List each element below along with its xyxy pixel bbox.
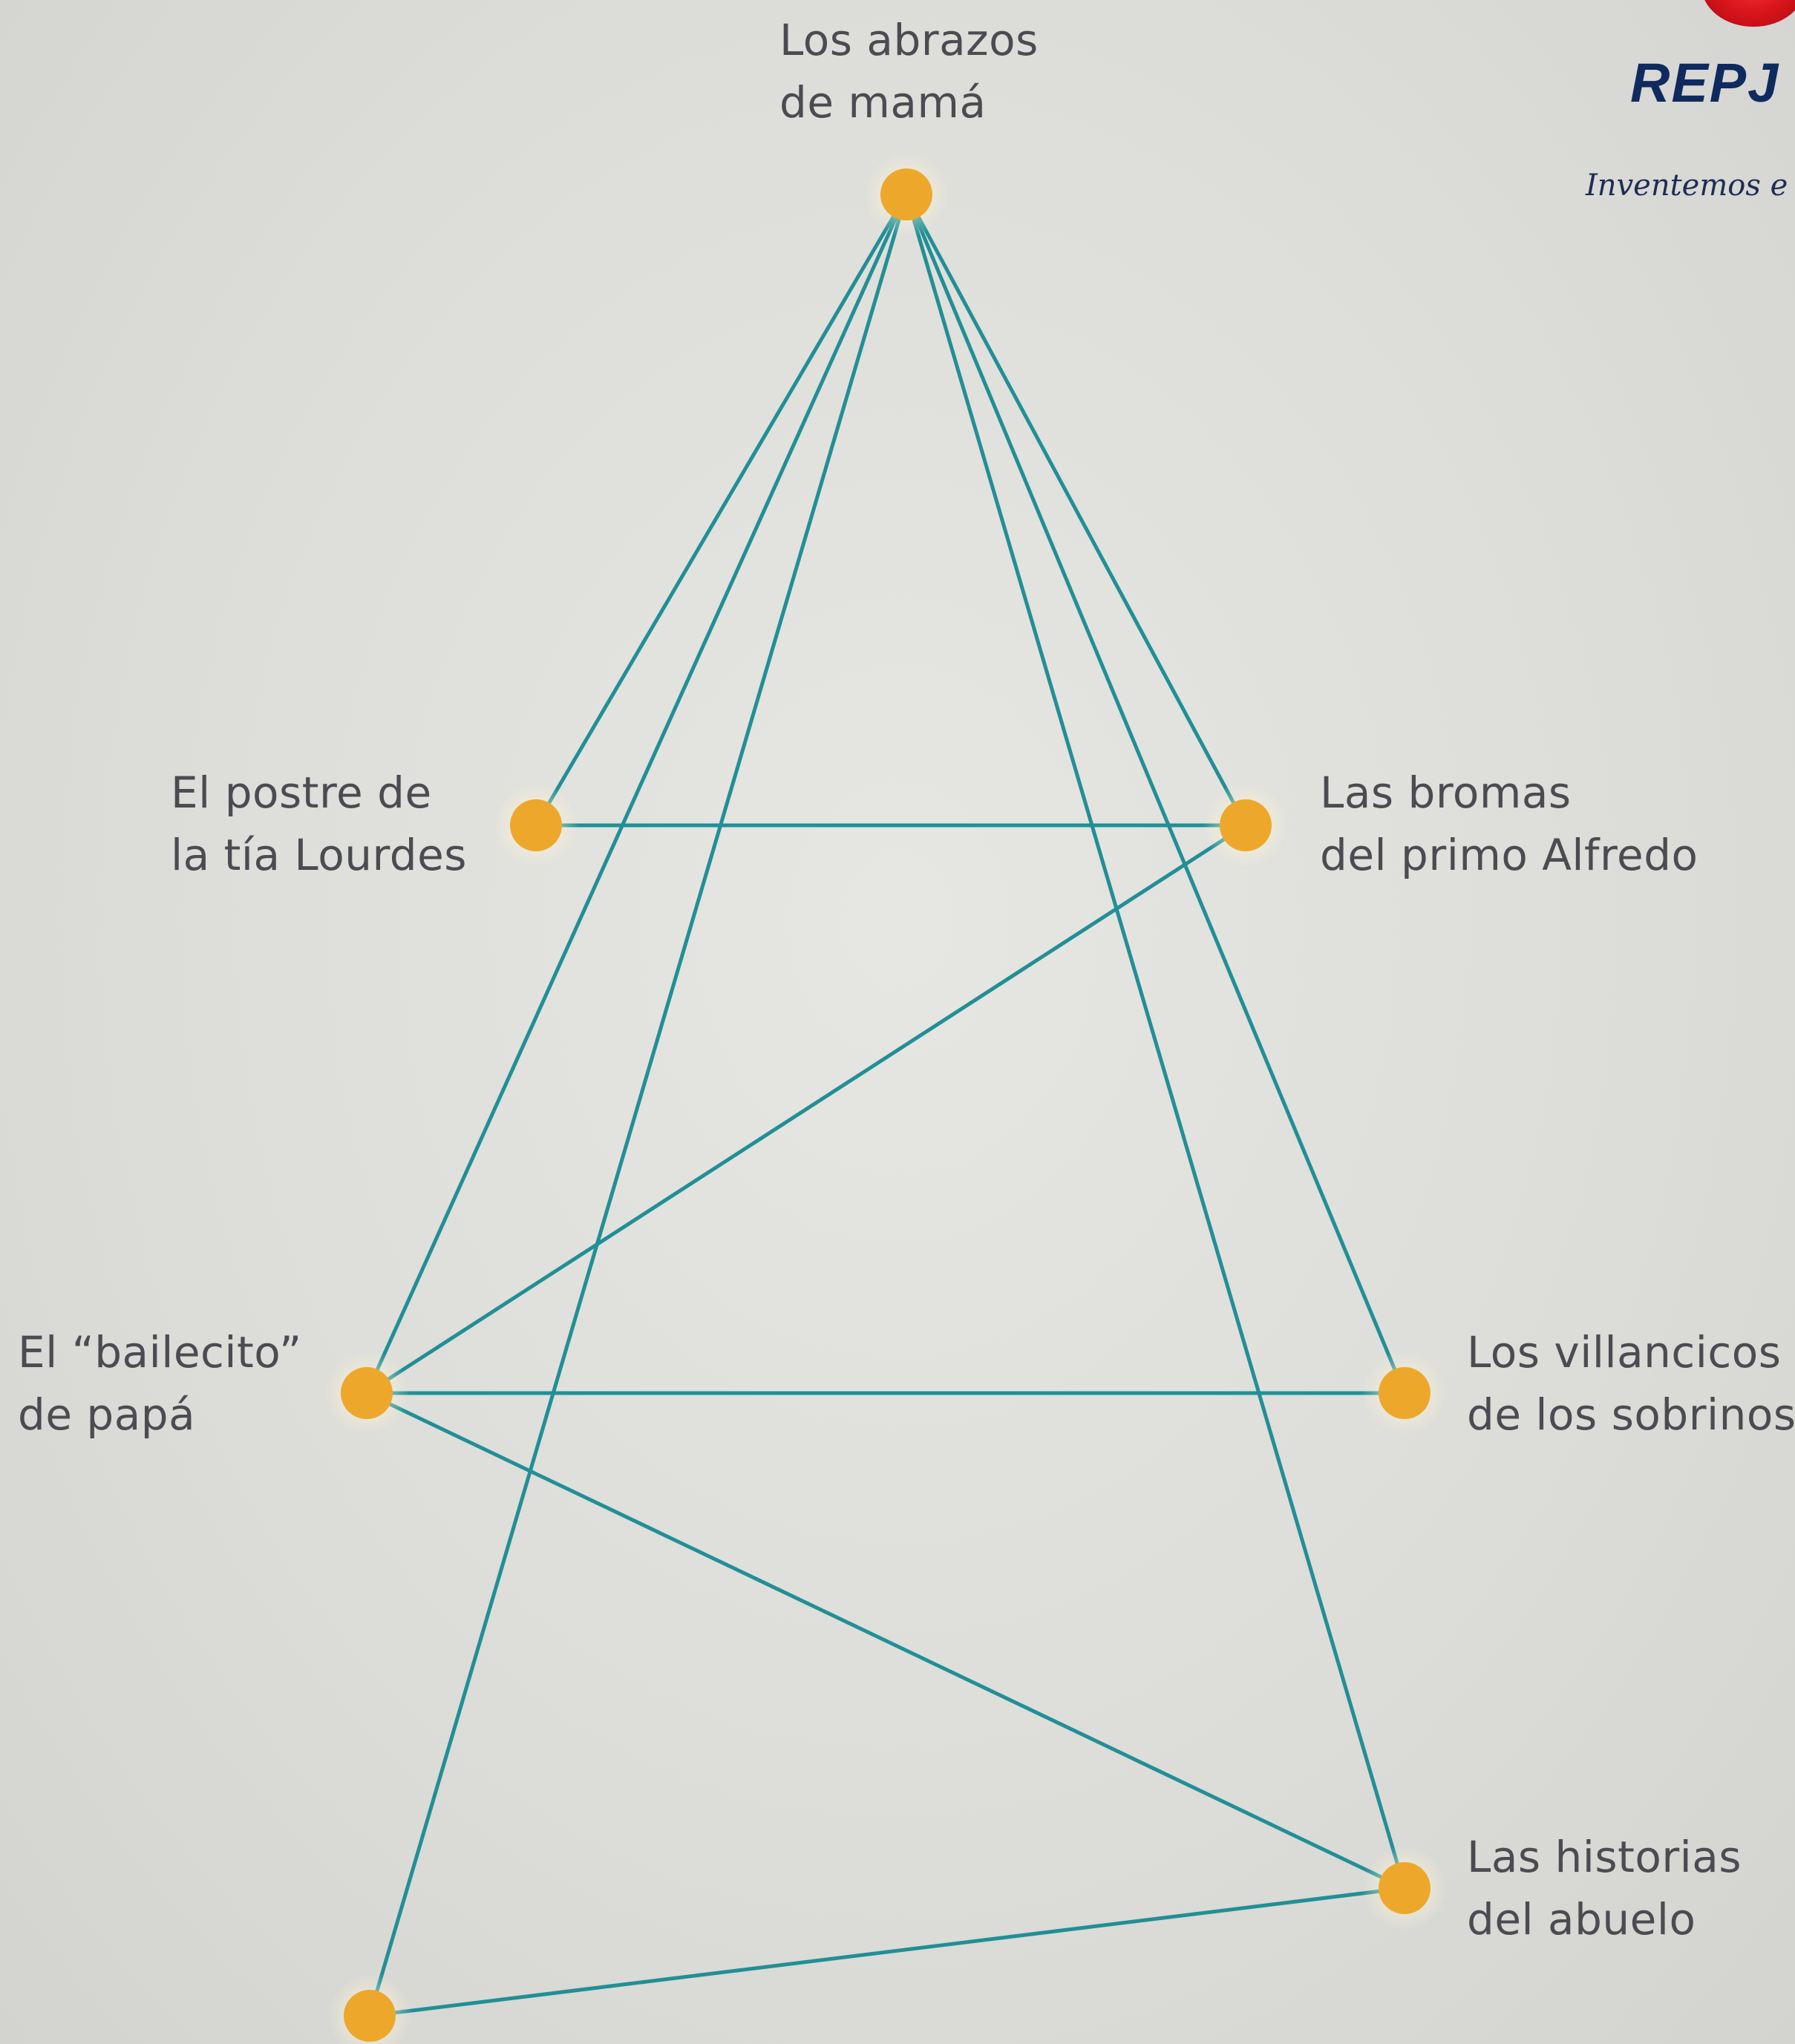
edge-abuelo-bottom xyxy=(367,1886,1407,2018)
repsol-logo: REPJ Inventemos e xyxy=(1581,0,1795,252)
label-historias-abuelo: Las historias del abuelo xyxy=(1467,1826,1742,1950)
label-line: de papá xyxy=(18,1389,196,1440)
label-line: del abuelo xyxy=(1467,1894,1696,1945)
logo-mark-icon xyxy=(1701,0,1795,27)
logo-tagline: Inventemos e xyxy=(1586,168,1788,203)
node-dot xyxy=(880,168,932,220)
node-sobrinos xyxy=(1361,1350,1448,1436)
node-bottom xyxy=(327,1973,413,2044)
label-line: El “bailecito” xyxy=(18,1327,302,1378)
node-dot xyxy=(1379,1862,1431,1914)
label-postre-tia-lourdes: El postre de la tía Lourdes xyxy=(171,761,467,886)
node-dot xyxy=(341,1367,393,1419)
edge-mama-lourdes xyxy=(534,192,909,828)
node-mama xyxy=(863,151,949,238)
label-bromas-primo-alfredo: Las bromas del primo Alfredo xyxy=(1320,761,1698,886)
logo-wordmark: REPJ xyxy=(1630,52,1780,114)
label-villancicos-sobrinos: Los villancicos de los sobrinos xyxy=(1467,1321,1795,1446)
node-alfredo xyxy=(1203,782,1289,868)
edge-papa-abuelo xyxy=(364,1391,1407,1890)
edge-mama-sobrinos xyxy=(904,192,1407,1395)
label-line: Las bromas xyxy=(1320,767,1572,818)
label-line: El postre de xyxy=(171,767,432,818)
label-line: Los villancicos xyxy=(1467,1327,1782,1378)
node-lourdes xyxy=(493,782,579,868)
label-line: del primo Alfredo xyxy=(1320,830,1698,880)
label-bailecito-papa: El “bailecito” de papá xyxy=(18,1321,302,1446)
node-abuelo xyxy=(1361,1845,1448,1931)
label-abrazos-mama: Los abrazos de mamá xyxy=(779,9,1039,134)
edges-layer xyxy=(364,192,1407,2018)
node-dot xyxy=(510,799,562,851)
label-line: de los sobrinos xyxy=(1467,1389,1795,1440)
label-line: de mamá xyxy=(779,77,987,128)
edge-mama-alfredo xyxy=(904,192,1248,828)
node-dot xyxy=(1379,1367,1431,1419)
label-line: la tía Lourdes xyxy=(171,830,468,880)
nodes-layer xyxy=(324,151,1448,2044)
edge-alfredo-papa xyxy=(364,823,1248,1395)
node-papa xyxy=(324,1350,410,1436)
node-dot xyxy=(344,1990,396,2042)
edge-mama-abuelo xyxy=(904,192,1407,1890)
node-dot xyxy=(1220,799,1272,851)
label-line: Los abrazos xyxy=(779,15,1039,65)
edge-mama-bottom xyxy=(367,192,909,2018)
edge-mama-papa xyxy=(364,192,909,1395)
label-line: Las historias xyxy=(1467,1832,1742,1882)
